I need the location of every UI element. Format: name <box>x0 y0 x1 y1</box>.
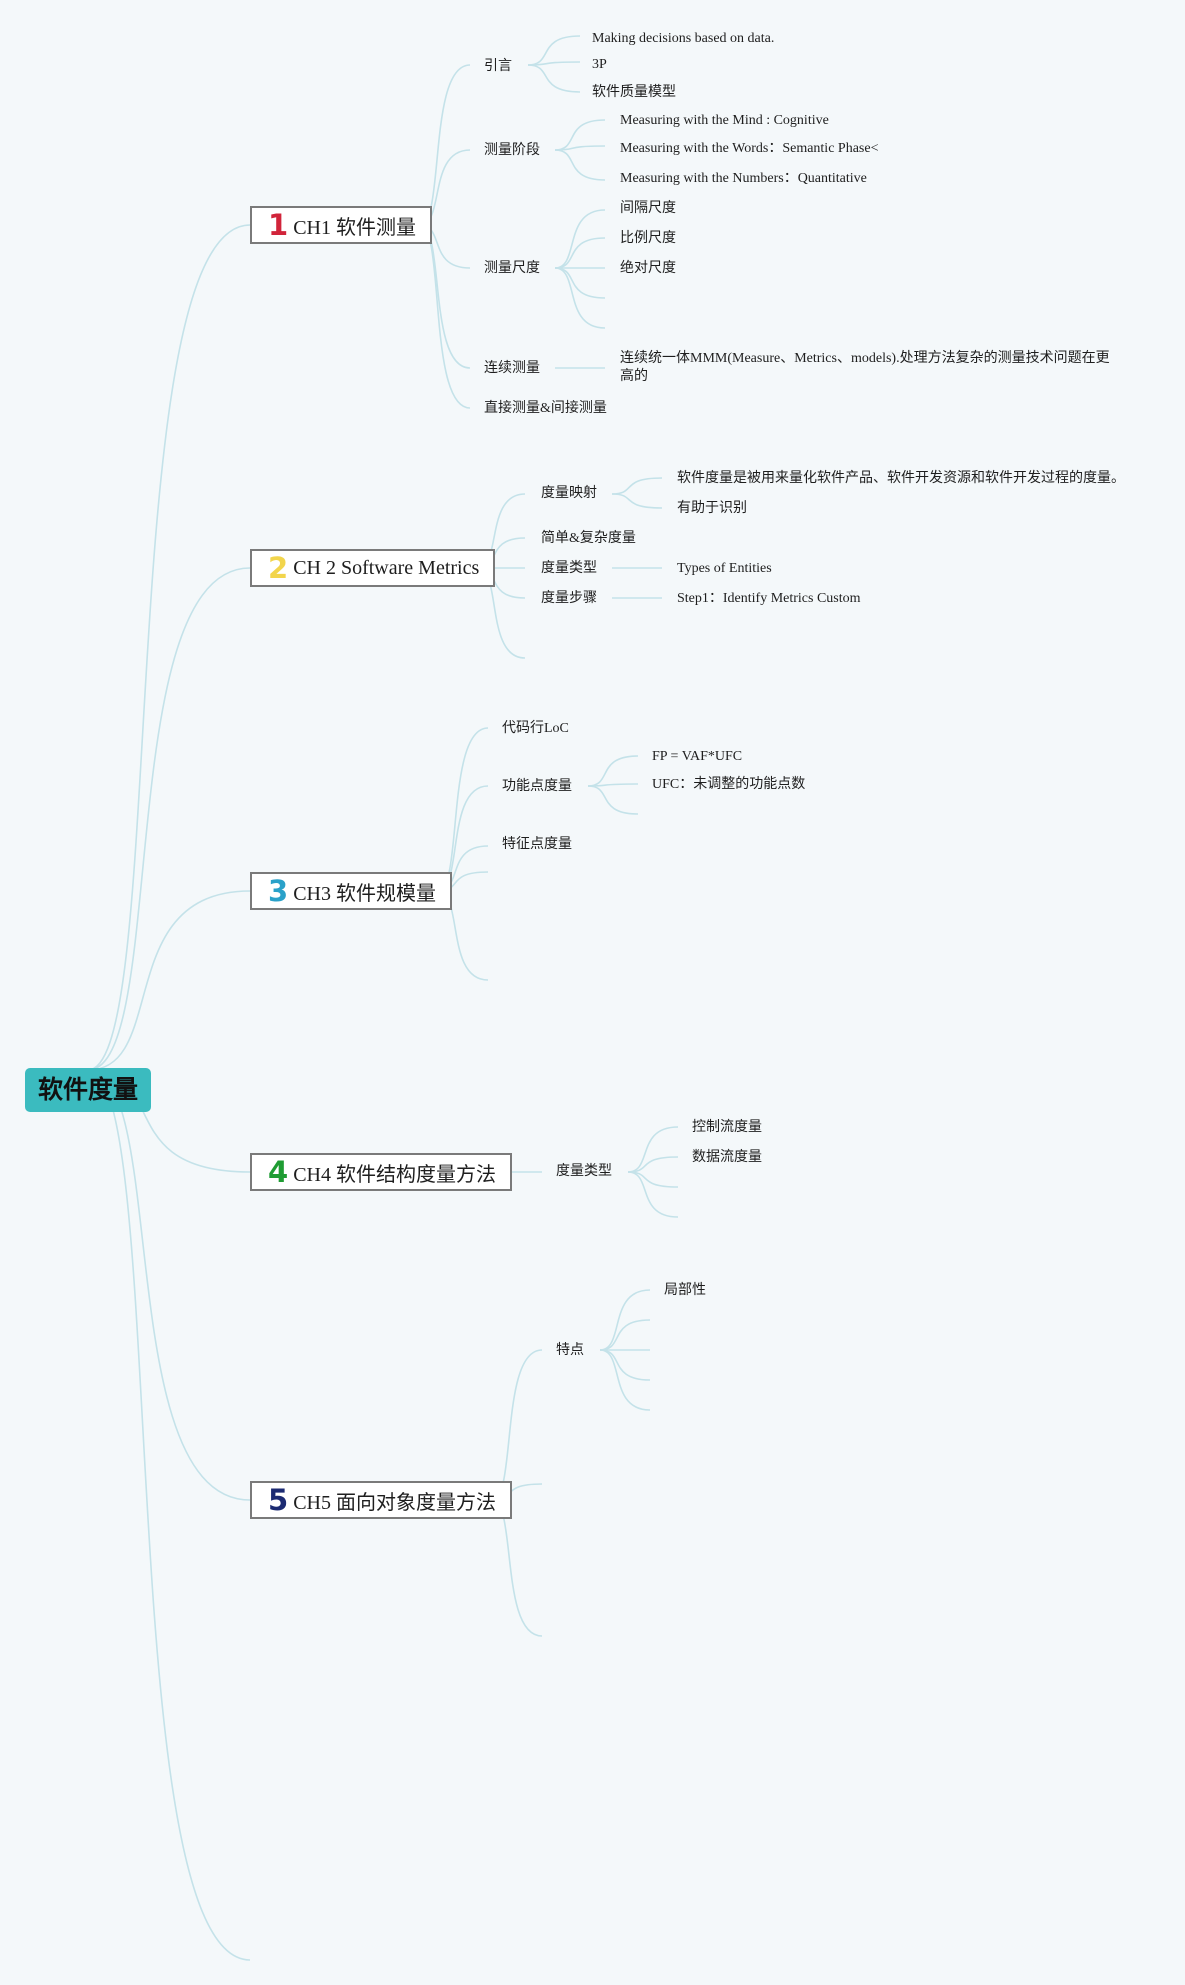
ch1-scale-connector <box>554 267 606 329</box>
ch3-fp-connector <box>587 785 639 815</box>
item-3p[interactable]: 3P <box>592 57 607 72</box>
chapter-node-5[interactable]: 5 CH5 面向对象度量方法 <box>250 1481 512 1519</box>
ch1-connector <box>419 224 471 369</box>
topic-structure-metric-types[interactable]: 度量类型 <box>556 1164 612 1179</box>
root-connector <box>87 224 251 1071</box>
topic-intro[interactable]: 引言 <box>484 59 512 74</box>
number-4-icon: 4 <box>268 1154 289 1189</box>
item-control-flow[interactable]: 控制流度量 <box>692 1120 762 1135</box>
item-absolute-scale[interactable]: 绝对尺度 <box>620 261 676 276</box>
ch1-intro-connector <box>527 61 581 66</box>
ch1-connector <box>419 64 471 226</box>
ch5-feature-connector <box>599 1319 651 1351</box>
ch2-mapping-connector <box>611 493 663 509</box>
root-connector <box>87 1069 251 1501</box>
ch4-type-connector <box>627 1171 679 1218</box>
root-connector <box>87 567 251 1071</box>
root-connector <box>87 890 251 1071</box>
item-metric-definition[interactable]: 软件度量是被用来量化软件产品、软件开发资源和软件开发过程的度量。 <box>677 471 1125 486</box>
item-measuring-words[interactable]: Measuring with the Words：Semantic Phase< <box>620 141 879 156</box>
item-interval-scale[interactable]: 间隔尺度 <box>620 201 676 216</box>
chapter-label: CH1 软件测量 <box>293 216 416 239</box>
chapter-node-1[interactable]: 1 CH1 软件测量 <box>250 206 432 244</box>
item-quality-model[interactable]: 软件质量模型 <box>592 85 676 100</box>
ch1-scale-connector <box>554 237 606 269</box>
topic-measurement-scales[interactable]: 测量尺度 <box>484 261 540 276</box>
topic-direct-indirect[interactable]: 直接测量&间接测量 <box>484 401 607 416</box>
item-ratio-scale[interactable]: 比例尺度 <box>620 231 676 246</box>
topic-loc[interactable]: 代码行LoC <box>502 721 569 736</box>
topic-simple-complex[interactable]: 简单&复杂度量 <box>541 531 636 546</box>
topic-characteristics[interactable]: 特点 <box>556 1343 584 1358</box>
topic-feature-point[interactable]: 特征点度量 <box>502 837 572 852</box>
chapter-node-4[interactable]: 4 CH4 软件结构度量方法 <box>250 1153 512 1191</box>
item-helps-identify[interactable]: 有助于识别 <box>677 501 747 516</box>
topic-metric-steps[interactable]: 度量步骤 <box>541 591 597 606</box>
ch4-type-connector <box>627 1156 679 1173</box>
item-types-of-entities[interactable]: Types of Entities <box>677 561 772 576</box>
ch5-feature-connector <box>599 1289 651 1351</box>
ch5-connector <box>491 1499 543 1637</box>
ch3-fp-connector <box>587 783 639 787</box>
topic-function-point[interactable]: 功能点度量 <box>502 779 572 794</box>
chapter-node-3[interactable]: 3 CH3 软件规模量 <box>250 872 452 910</box>
topic-metric-types[interactable]: 度量类型 <box>541 561 597 576</box>
item-mmm-continuum[interactable]: 连续统一体MMM(Measure、Metrics、models).处理方法复杂的… <box>620 351 1110 384</box>
ch1-scale-connector <box>554 209 606 269</box>
root-connector <box>87 1069 251 1961</box>
item-fp-formula[interactable]: FP = VAF*UFC <box>652 749 743 764</box>
topic-measurement-phases[interactable]: 测量阶段 <box>484 143 540 158</box>
ch2-mapping-connector <box>611 477 663 495</box>
ch5-connector <box>491 1349 543 1501</box>
number-5-icon: 5 <box>268 1482 289 1517</box>
chapter-node-2[interactable]: 2 CH 2 Software Metrics <box>250 549 496 587</box>
ch1-scale-connector <box>554 267 606 299</box>
topic-continuous-measurement[interactable]: 连续测量 <box>484 361 540 376</box>
chapter-label: CH 2 Software Metrics <box>293 556 480 579</box>
chapter-label: CH4 软件结构度量方法 <box>293 1163 496 1186</box>
topic-metric-mapping[interactable]: 度量映射 <box>541 486 597 501</box>
chapter-label: CH5 面向对象度量方法 <box>293 1491 496 1514</box>
item-ufc[interactable]: UFC：未调整的功能点数 <box>652 777 806 792</box>
number-1-icon: 1 <box>268 207 289 242</box>
ch3-fp-connector <box>587 755 639 787</box>
number-3-icon: 3 <box>268 873 289 908</box>
ch4-type-connector <box>627 1126 679 1173</box>
number-2-icon: 2 <box>268 550 289 585</box>
item-measuring-mind[interactable]: Measuring with the Mind : Cognitive <box>620 113 829 128</box>
item-data-flow[interactable]: 数据流度量 <box>692 1150 762 1165</box>
ch1-connector <box>419 224 471 409</box>
ch5-feature-connector <box>599 1349 651 1411</box>
ch1-phase-connector <box>554 149 606 181</box>
item-making-decisions[interactable]: Making decisions based on data. <box>592 31 775 46</box>
ch1-intro-connector <box>527 35 581 66</box>
item-locality[interactable]: 局部性 <box>664 1283 706 1298</box>
item-step1[interactable]: Step1：Identify Metrics Custom <box>677 591 861 606</box>
root-topic[interactable]: 软件度量 <box>25 1068 151 1112</box>
ch1-phase-connector <box>554 145 606 151</box>
chapter-label: CH3 软件规模量 <box>293 882 436 905</box>
ch1-intro-connector <box>527 64 581 93</box>
ch5-feature-connector <box>599 1349 651 1381</box>
item-measuring-numbers[interactable]: Measuring with the Numbers：Quantitative <box>620 171 867 186</box>
ch1-phase-connector <box>554 119 606 151</box>
